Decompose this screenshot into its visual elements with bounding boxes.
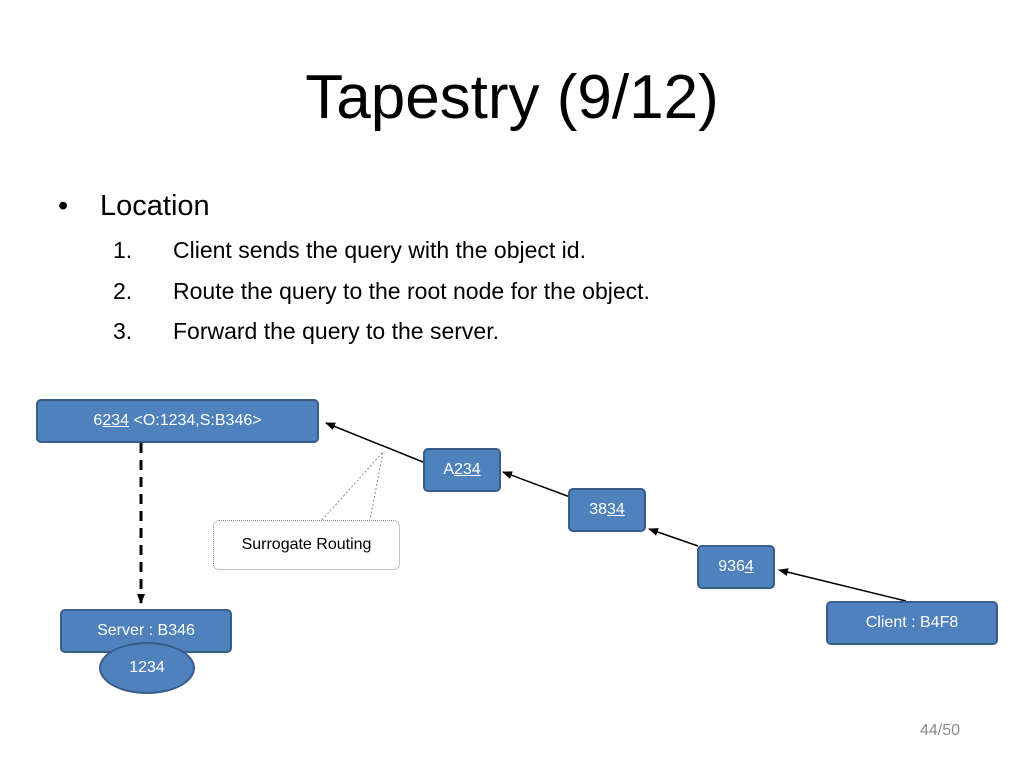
- node-label-prefix: 38: [589, 501, 607, 518]
- arrow-3834-to-a234: [502, 471, 571, 498]
- step-number: 2.: [113, 278, 133, 304]
- node-label-match: 34: [607, 501, 625, 518]
- node-label-prefix: 936: [718, 558, 745, 575]
- bullet-text: Location: [100, 190, 210, 222]
- node-label-match: 234: [453, 461, 481, 478]
- step-text: Route the query to the root node for the…: [173, 278, 650, 304]
- bullet-dot-icon: •: [58, 190, 69, 222]
- step-text: Forward the query to the server.: [173, 318, 499, 344]
- node-label-match: 234: [102, 412, 130, 429]
- node-label-suffix: <O:1234,S:B346>: [129, 412, 262, 429]
- page-number: 44/50: [919, 722, 961, 739]
- node-label-prefix: 6: [93, 412, 103, 429]
- slide-title: Tapestry (9/12): [305, 63, 719, 132]
- callout-pointer: [321, 450, 384, 521]
- node-label-match: 4: [744, 558, 754, 575]
- node-label-prefix: A: [443, 461, 454, 478]
- arrow-client-to-9364: [778, 568, 907, 602]
- client-node: Client : B4F8: [826, 601, 998, 645]
- step-text: Client sends the query with the object i…: [173, 237, 586, 263]
- callout-box: Surrogate Routing: [213, 520, 400, 570]
- arrow-9364-to-3834: [648, 528, 699, 547]
- step-number: 1.: [113, 237, 133, 263]
- object-node: 1234: [99, 642, 195, 694]
- arrow-a234-to-root: [325, 422, 424, 463]
- step-number: 3.: [113, 318, 133, 344]
